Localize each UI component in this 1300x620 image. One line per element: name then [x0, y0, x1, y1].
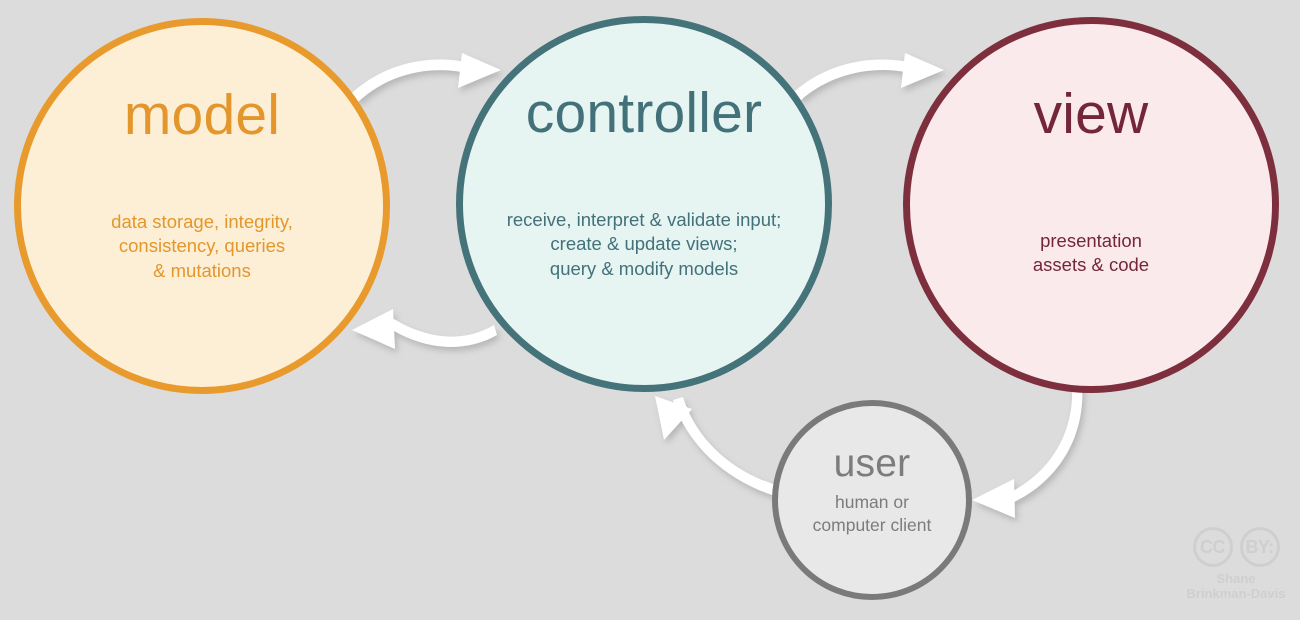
arrow-view-to-user	[972, 375, 1083, 518]
arrow-user-to-controller	[655, 396, 776, 495]
node-model[interactable]: model data storage, integrity, consisten…	[14, 18, 390, 394]
arrow-model-to-controller	[352, 53, 501, 102]
node-view[interactable]: view presentation assets & code	[903, 17, 1279, 393]
node-user-title: user	[833, 442, 911, 485]
creative-commons-badge[interactable]: CC BY: Shane Brinkman-Davis	[1178, 527, 1294, 602]
node-model-title: model	[123, 83, 281, 147]
cc-marks: CC BY:	[1192, 527, 1280, 567]
node-model-description: data storage, integrity, consistency, qu…	[111, 211, 293, 281]
node-user[interactable]: user human or computer client	[772, 400, 972, 600]
arrow-controller-to-model	[352, 309, 497, 349]
node-user-description: human or computer client	[812, 492, 932, 536]
node-view-title: view	[1033, 82, 1149, 146]
node-controller-title: controller	[525, 81, 763, 145]
creative-commons-icon: CC	[1192, 527, 1233, 567]
author-credit: Shane Brinkman-Davis	[1186, 571, 1286, 601]
node-controller[interactable]: controller receive, interpret & validate…	[456, 16, 832, 392]
node-view-description: presentation assets & code	[1032, 230, 1150, 276]
arrow-controller-to-view	[795, 53, 944, 100]
attribution-icon: BY:	[1239, 527, 1280, 567]
node-controller-description: receive, interpret & validate input; cre…	[506, 209, 782, 279]
